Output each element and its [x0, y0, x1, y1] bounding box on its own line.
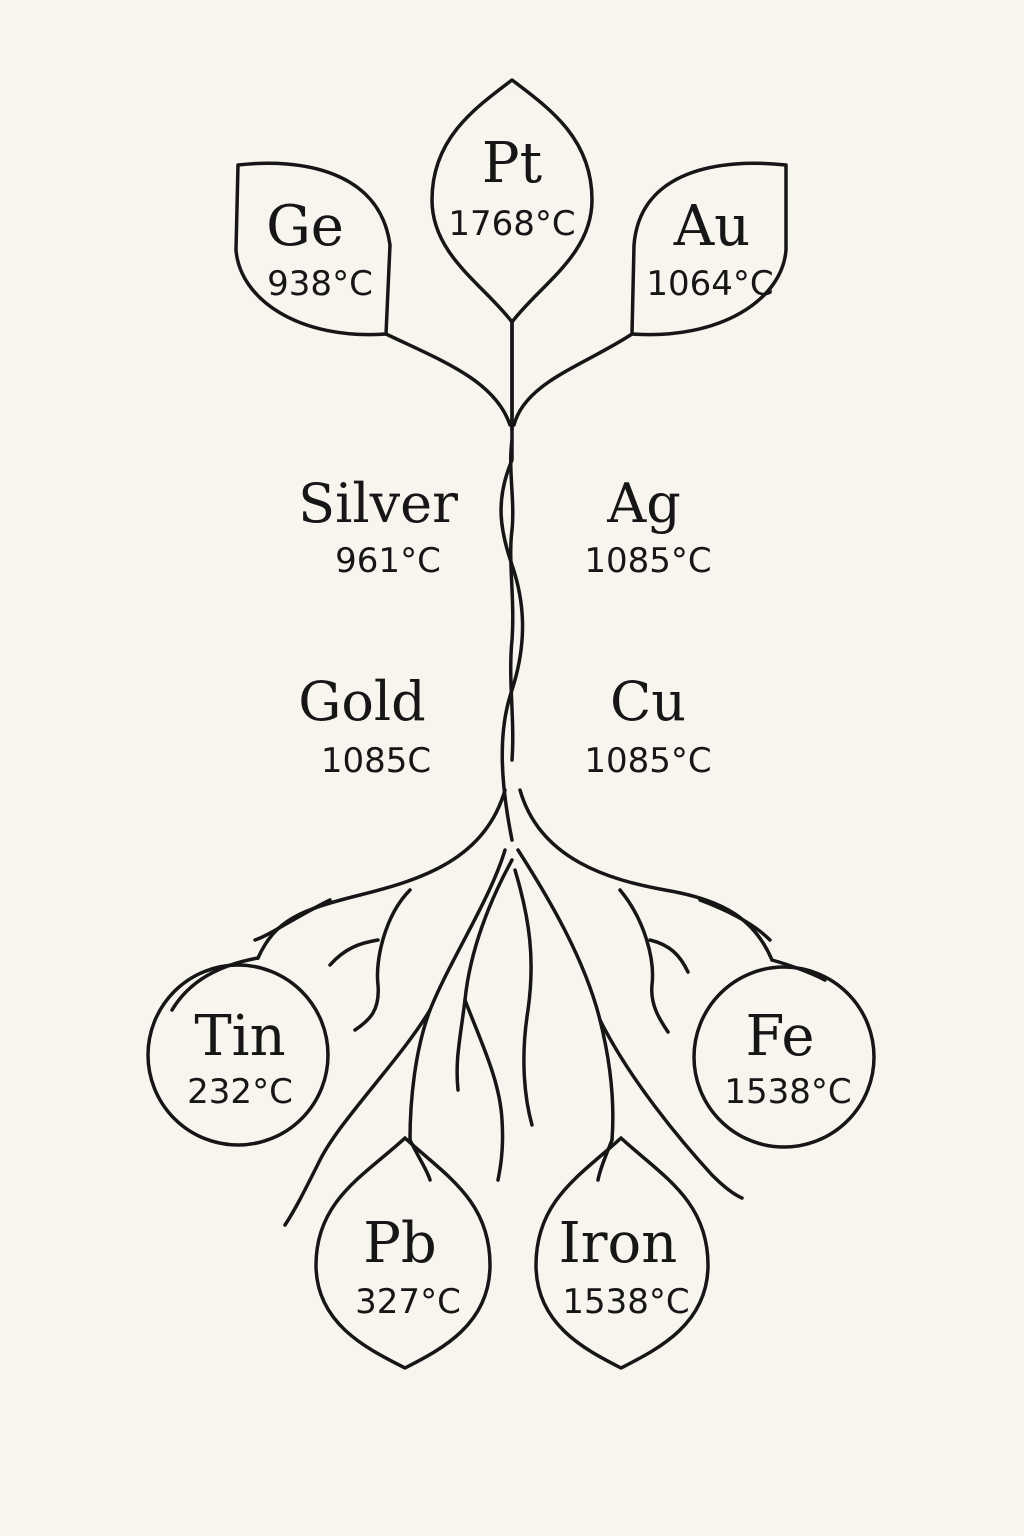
stem-label-cu-name: Cu: [610, 670, 686, 733]
stem-label-silver-name: Silver: [298, 472, 458, 535]
leaf-au-symbol: Au: [673, 194, 751, 259]
root-fe: Fe 1538°C: [692, 965, 876, 1149]
root-tin: Tin 232°C: [146, 963, 330, 1147]
leaf-stalks: [384, 320, 634, 432]
root-tin-temp: 232°C: [187, 1072, 293, 1112]
root-iron-outline: [534, 1136, 710, 1370]
leaf-pt: Pt 1768°C: [430, 78, 594, 324]
root-pb-outline: [314, 1136, 492, 1370]
stem-label-cu-temp: 1085°C: [584, 741, 711, 781]
root-fe-symbol: Fe: [746, 1004, 815, 1069]
root-fe-temp: 1538°C: [724, 1072, 851, 1112]
leaf-au-temp: 1064°C: [646, 264, 773, 304]
leaf-pt-symbol: Pt: [482, 131, 543, 196]
stem-label-silver-temp: 961°C: [335, 541, 441, 581]
root-pb: Pb 327°C: [314, 1136, 492, 1370]
leaf-au: Au 1064°C: [630, 161, 788, 337]
leaf-ge: Ge 938°C: [234, 161, 392, 337]
stem-label-cu: Cu 1085°C: [584, 670, 711, 781]
root-system: [170, 788, 827, 1227]
root-pb-symbol: Pb: [363, 1211, 437, 1276]
stem-label-gold-name: Gold: [298, 670, 426, 733]
root-pb-temp: 327°C: [355, 1282, 461, 1322]
stem-label-gold-temp: 1085C: [321, 741, 431, 781]
stem-label-ag: Ag 1085°C: [584, 472, 711, 581]
stem-label-gold: Gold 1085C: [298, 670, 431, 781]
root-tin-symbol: Tin: [194, 1004, 285, 1069]
root-tin-outline: [146, 963, 330, 1147]
root-fe-outline: [692, 965, 876, 1149]
leaf-ge-symbol: Ge: [266, 194, 344, 259]
root-iron: Iron 1538°C: [534, 1136, 710, 1370]
stem-label-silver: Silver 961°C: [298, 472, 458, 581]
stem-label-ag-temp: 1085°C: [584, 541, 711, 581]
leaf-au-outline: [630, 161, 788, 337]
stem-label-ag-name: Ag: [606, 472, 681, 535]
leaf-ge-temp: 938°C: [267, 264, 373, 304]
leaf-ge-outline: [234, 161, 392, 337]
leaf-pt-temp: 1768°C: [448, 204, 575, 244]
leaf-pt-outline: [430, 78, 594, 324]
root-iron-temp: 1538°C: [562, 1282, 689, 1322]
root-iron-symbol: Iron: [559, 1211, 678, 1276]
